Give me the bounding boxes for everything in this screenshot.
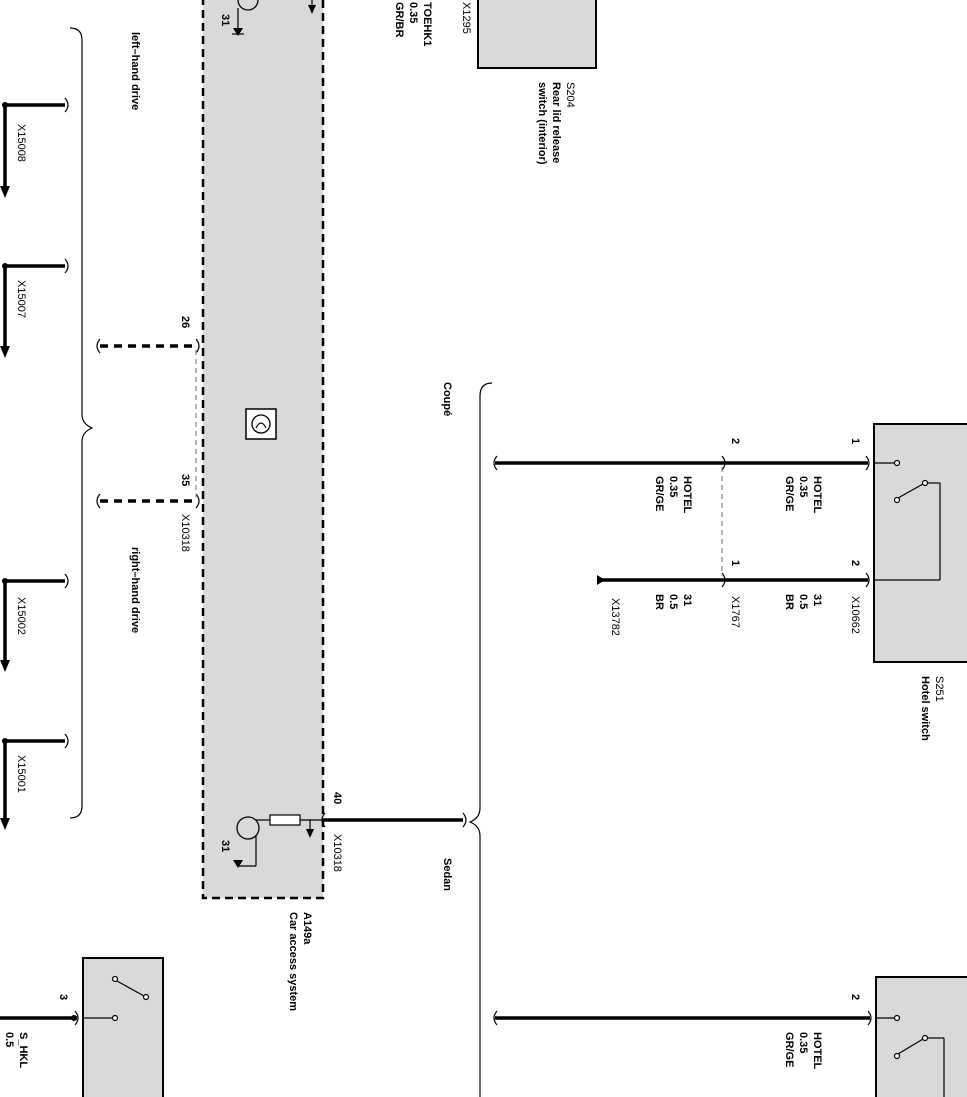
- connector-x1767: X1767: [729, 596, 741, 628]
- wire-pin26: [96, 338, 200, 354]
- wire-hotel-c-label: HOTEL 0.35 GR/GE: [783, 1032, 823, 1070]
- left-hand-drive-label: left–hand drive: [129, 32, 141, 110]
- svg-text:HOTEL: HOTEL: [811, 1032, 823, 1070]
- car-access-system-module: 31 31: [201, 0, 325, 900]
- ground-x15007: [0, 258, 69, 358]
- connector-x1295: X1295: [460, 2, 472, 34]
- hotel-switch-s251: [873, 423, 967, 663]
- connector-x10318-mid: X10318: [179, 514, 191, 552]
- wire-hotel-b-label: HOTEL 0.35 GR/GE: [653, 476, 693, 514]
- rear-lid-switch-box: [477, 0, 597, 69]
- svg-text:BR: BR: [783, 594, 795, 610]
- rear-lid-switch-bottom-box: [82, 957, 164, 1097]
- wire-gnd-a-label: 31 0.5 BR: [783, 594, 823, 610]
- ecu-symbol-icon: [245, 408, 277, 440]
- hotel-switch-id: S251: [933, 676, 945, 702]
- sedan-label: Sedan: [441, 858, 453, 891]
- svg-text:0.35: 0.35: [797, 476, 809, 497]
- connector-x10662: X10662: [849, 596, 861, 634]
- svg-text:0.5: 0.5: [797, 594, 809, 609]
- rear-lid-switch-id: S204: [564, 82, 576, 108]
- right-hand-drive-label: right–hand drive: [129, 547, 141, 633]
- car-access-system-id: A149a: [301, 912, 313, 945]
- hotel-switch-sedan: [875, 976, 967, 1097]
- svg-text:GR/BR: GR/BR: [393, 2, 405, 38]
- svg-text:GR/GE: GR/GE: [783, 476, 795, 511]
- svg-text:HOTEL: HOTEL: [811, 476, 823, 514]
- ground-x15002: [0, 573, 69, 672]
- connector-x15008: X15008: [15, 124, 27, 162]
- pin-x1767-2: 2: [729, 438, 741, 444]
- wire-hotel-a-label: HOTEL 0.35 GR/GE: [783, 476, 823, 514]
- hotel-switch-box: [873, 423, 967, 663]
- wire-toehk1-label: TOEHK1 0.35 GR/BR: [393, 2, 433, 46]
- rear-lid-switch-name-line1: Rear lid release: [550, 82, 562, 163]
- wire-ground-coupe: [597, 572, 870, 588]
- svg-text:HOTEL: HOTEL: [681, 476, 693, 514]
- rear-lid-switch-bottom: [82, 957, 164, 1097]
- ecu-symbol-circle-icon: [251, 414, 271, 434]
- hotel-switch-name: Hotel switch: [919, 676, 931, 741]
- svg-text:0.35: 0.35: [797, 1032, 809, 1053]
- ground-bottom-label: 31: [219, 840, 231, 852]
- pin-26: 26: [179, 316, 191, 328]
- rear-lid-switch-name-line2: switch (interior): [536, 82, 548, 165]
- svg-text:GR/GE: GR/GE: [653, 476, 665, 511]
- pin-x1767-1: 1: [729, 560, 741, 566]
- top-transistor-icon: [232, 0, 316, 36]
- coupe-label: Coupé: [441, 382, 453, 416]
- connector-x15002: X15002: [15, 597, 27, 635]
- car-access-system-box: [201, 0, 325, 900]
- pin-s251-1: 1: [849, 438, 861, 444]
- wire-hotel-coupe: [493, 455, 870, 471]
- ground-x15008: [0, 97, 69, 198]
- pin-rear-switch-3: 3: [57, 994, 69, 1000]
- car-access-system-name: Car access system: [287, 912, 299, 1011]
- svg-text:TOEHK1: TOEHK1: [421, 2, 433, 46]
- svg-text:0.35: 0.35: [407, 2, 419, 23]
- wire-s-hkl: [0, 1010, 79, 1026]
- drive-variant-brace: [69, 27, 94, 819]
- connector-x13782: X13782: [609, 598, 621, 636]
- connector-x10318-main: X10318: [331, 834, 343, 872]
- pin-35: 35: [179, 474, 191, 486]
- wire-pin40: [321, 812, 467, 828]
- svg-text:0.35: 0.35: [667, 476, 679, 497]
- bottom-transistor-icon: [233, 814, 323, 868]
- wire-gnd-b-label: 31 0.5 BR: [653, 594, 693, 610]
- svg-text:0.5: 0.5: [667, 594, 679, 609]
- connector-x15001: X15001: [15, 755, 27, 793]
- wire-hotel-sedan: [493, 1010, 872, 1026]
- ground-x15001: [0, 733, 69, 830]
- pin-40: 40: [331, 792, 343, 804]
- svg-text:0.5: 0.5: [3, 1032, 15, 1047]
- wire-s-hkl-label: S_HKL 0.5: [3, 1032, 29, 1068]
- svg-text:31: 31: [811, 594, 823, 606]
- pin-s251-2: 2: [849, 560, 861, 566]
- ground-top-label: 31: [219, 14, 231, 26]
- svg-text:BR: BR: [653, 594, 665, 610]
- pin-sedan-2: 2: [849, 994, 861, 1000]
- svg-text:GR/GE: GR/GE: [783, 1032, 795, 1067]
- svg-text:31: 31: [681, 594, 693, 606]
- hotel-switch-sedan-box: [875, 976, 967, 1097]
- body-variant-brace: [468, 382, 493, 1097]
- connector-x15007: X15007: [15, 280, 27, 318]
- svg-text:S_HKL: S_HKL: [17, 1032, 29, 1068]
- wire-pin35: [96, 493, 200, 509]
